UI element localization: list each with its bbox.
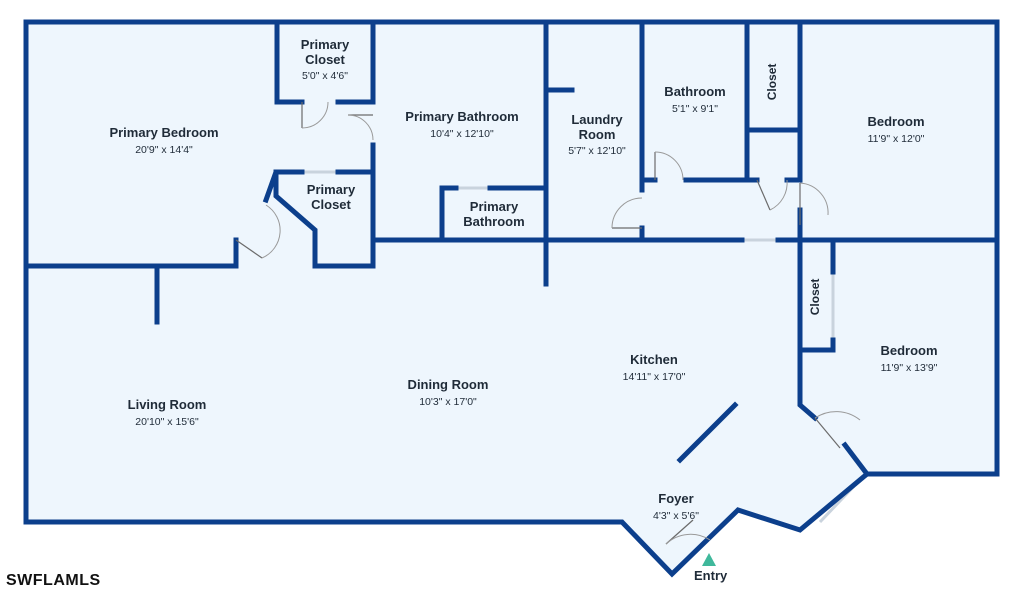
room-name: Laundry Room xyxy=(571,112,623,142)
room-dimensions: 5'7" x 12'10" xyxy=(568,144,626,157)
room-name: Primary Closet xyxy=(306,182,356,212)
room-dimensions: 14'11" x 17'0" xyxy=(622,371,686,384)
door-primary-bedroom xyxy=(235,204,281,259)
door-entry xyxy=(665,519,711,545)
doors xyxy=(235,101,861,545)
room-name: Dining Room xyxy=(407,377,489,392)
room-living: Living Room 20'10" x 15'6" xyxy=(128,396,207,428)
room-dimensions: 11'9" x 13'9" xyxy=(880,362,938,375)
outer-wall xyxy=(23,19,1000,578)
room-primary-bathroom: Primary Bathroom 10'4" x 12'10" xyxy=(405,108,518,140)
wall-closet-1 xyxy=(274,19,305,105)
wall-bedroom-2-left xyxy=(797,347,819,422)
room-name: Bathroom xyxy=(664,84,726,99)
wall-closet-1-right xyxy=(335,19,376,105)
room-dimensions: 20'10" x 15'6" xyxy=(135,416,199,429)
room-name: Bedroom xyxy=(880,343,938,358)
room-name: Closet xyxy=(765,63,780,101)
room-name: Living Room xyxy=(127,397,207,412)
wall-bedroom-2-corner xyxy=(841,441,871,478)
room-name: Kitchen xyxy=(630,352,678,367)
room-primary-closet-1: Primary Closet 5'0" x 4'6" xyxy=(295,37,355,82)
room-dimensions: 4'3" x 5'6" xyxy=(653,510,699,523)
room-bathroom: Bathroom 5'1" x 9'1" xyxy=(664,83,725,115)
room-laundry: Laundry Room 5'7" x 12'10" xyxy=(567,112,627,157)
room-dimensions: 10'4" x 12'10" xyxy=(430,128,494,141)
floor-area xyxy=(26,22,997,574)
wall-hall-box-r xyxy=(784,127,803,183)
room-name: Primary Bedroom xyxy=(109,125,219,140)
room-name: Foyer xyxy=(658,491,694,506)
room-primary-bathroom-2: Primary Bathroom xyxy=(454,199,534,230)
room-closet-mid: Closet xyxy=(808,278,823,316)
room-name: Primary Bathroom xyxy=(405,109,519,124)
door-laundry xyxy=(611,197,643,229)
room-name: Primary Closet xyxy=(300,37,350,67)
room-dimensions: 5'1" x 9'1" xyxy=(672,103,718,116)
room-primary-bedroom: Primary Bedroom 20'9" x 14'4" xyxy=(109,124,218,156)
door-bedroom-1 xyxy=(799,182,829,225)
entry-label: Entry xyxy=(694,568,728,583)
room-name: Bedroom xyxy=(867,114,925,129)
room-primary-closet-2: Primary Closet xyxy=(301,182,361,213)
watermark-logo: SWFLAMLS xyxy=(6,572,101,589)
wall-closet-mid xyxy=(797,237,836,353)
room-bedroom-1: Bedroom 11'9" x 12'0" xyxy=(867,113,924,145)
room-closet-top: Closet xyxy=(765,63,780,101)
door-closet-top xyxy=(756,179,788,211)
room-dimensions: 11'9" x 12'0" xyxy=(867,133,925,146)
door-bathroom xyxy=(654,151,684,181)
room-dimensions: 20'9" x 14'4" xyxy=(135,144,193,157)
room-dimensions: 5'0" x 4'6" xyxy=(302,69,348,82)
wall-primary-bedroom-bottom xyxy=(23,237,239,269)
room-dining: Dining Room 10'3" x 17'0" xyxy=(408,376,489,408)
wall-primary-bath-2 xyxy=(439,185,459,243)
room-kitchen: Kitchen 14'11" x 17'0" xyxy=(623,351,686,383)
room-dimensions: 10'3" x 17'0" xyxy=(419,396,477,409)
door-closet-1b xyxy=(347,114,374,141)
walls xyxy=(23,19,1000,578)
door-closet-1 xyxy=(301,101,329,129)
room-bedroom-2: Bedroom 11'9" x 13'9" xyxy=(880,342,937,374)
room-name: Primary Bathroom xyxy=(463,199,525,229)
wall-closet-2-b xyxy=(273,169,376,269)
entry-marker xyxy=(702,553,716,566)
room-name: Closet xyxy=(808,278,823,316)
door-bedroom-2 xyxy=(814,411,861,449)
kitchen-counter xyxy=(676,401,739,464)
room-foyer: Foyer 4'3" x 5'6" xyxy=(653,490,699,522)
